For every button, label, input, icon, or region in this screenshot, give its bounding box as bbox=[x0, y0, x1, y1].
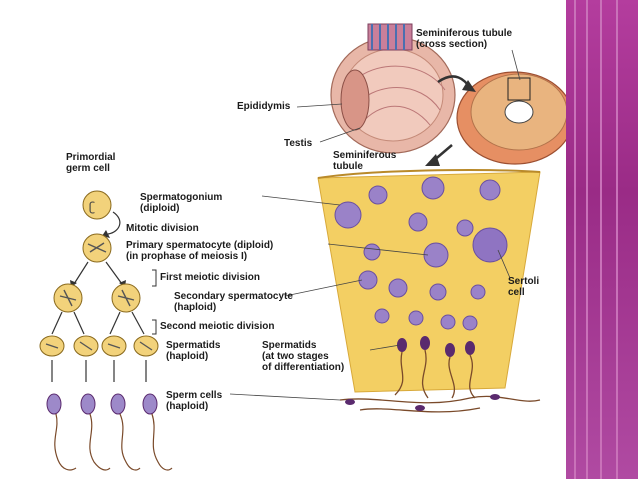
primordial-germ-cell: ʗ bbox=[82, 190, 112, 220]
decorative-side-panel bbox=[566, 0, 638, 479]
svg-text:ʗ: ʗ bbox=[89, 200, 95, 214]
label-second-meiotic-division: Second meiotic division bbox=[160, 321, 275, 332]
tubule-tissue-wedge bbox=[317, 171, 541, 393]
label-first-meiotic-division: First meiotic division bbox=[160, 272, 261, 283]
label-spermatids-stages: Spermatids (at two stages of differentia… bbox=[262, 340, 345, 373]
label-sertoli-cell: Sertoli cell bbox=[508, 276, 540, 298]
label-secondary-spermatocyte: Secondary spermatocyte (haploid) bbox=[174, 291, 293, 313]
label-epididymis: Epididymis bbox=[237, 101, 291, 112]
label-spermatids-haploid: Spermatids (haploid) bbox=[166, 340, 221, 362]
label-primordial-germ-cell: Primordial germ cell bbox=[66, 152, 116, 174]
label-spermatogonium: Spermatogonium (diploid) bbox=[140, 192, 223, 214]
label-testis: Testis bbox=[284, 138, 313, 149]
tubule-cross-section bbox=[456, 71, 566, 165]
label-mitotic-division: Mitotic division bbox=[126, 223, 199, 234]
spermatogenesis-diagram: ʗ bbox=[39, 23, 566, 471]
label-sperm-cells: Sperm cells (haploid) bbox=[166, 390, 223, 412]
testis-illustration bbox=[330, 23, 456, 154]
label-seminiferous-tubule: Seminiferous tubule bbox=[333, 150, 397, 172]
label-primary-spermatocyte: Primary spermatocyte (diploid) (in proph… bbox=[126, 240, 274, 262]
label-seminiferous-tubule-cross-section: Seminiferous tubule (cross section) bbox=[416, 28, 513, 50]
